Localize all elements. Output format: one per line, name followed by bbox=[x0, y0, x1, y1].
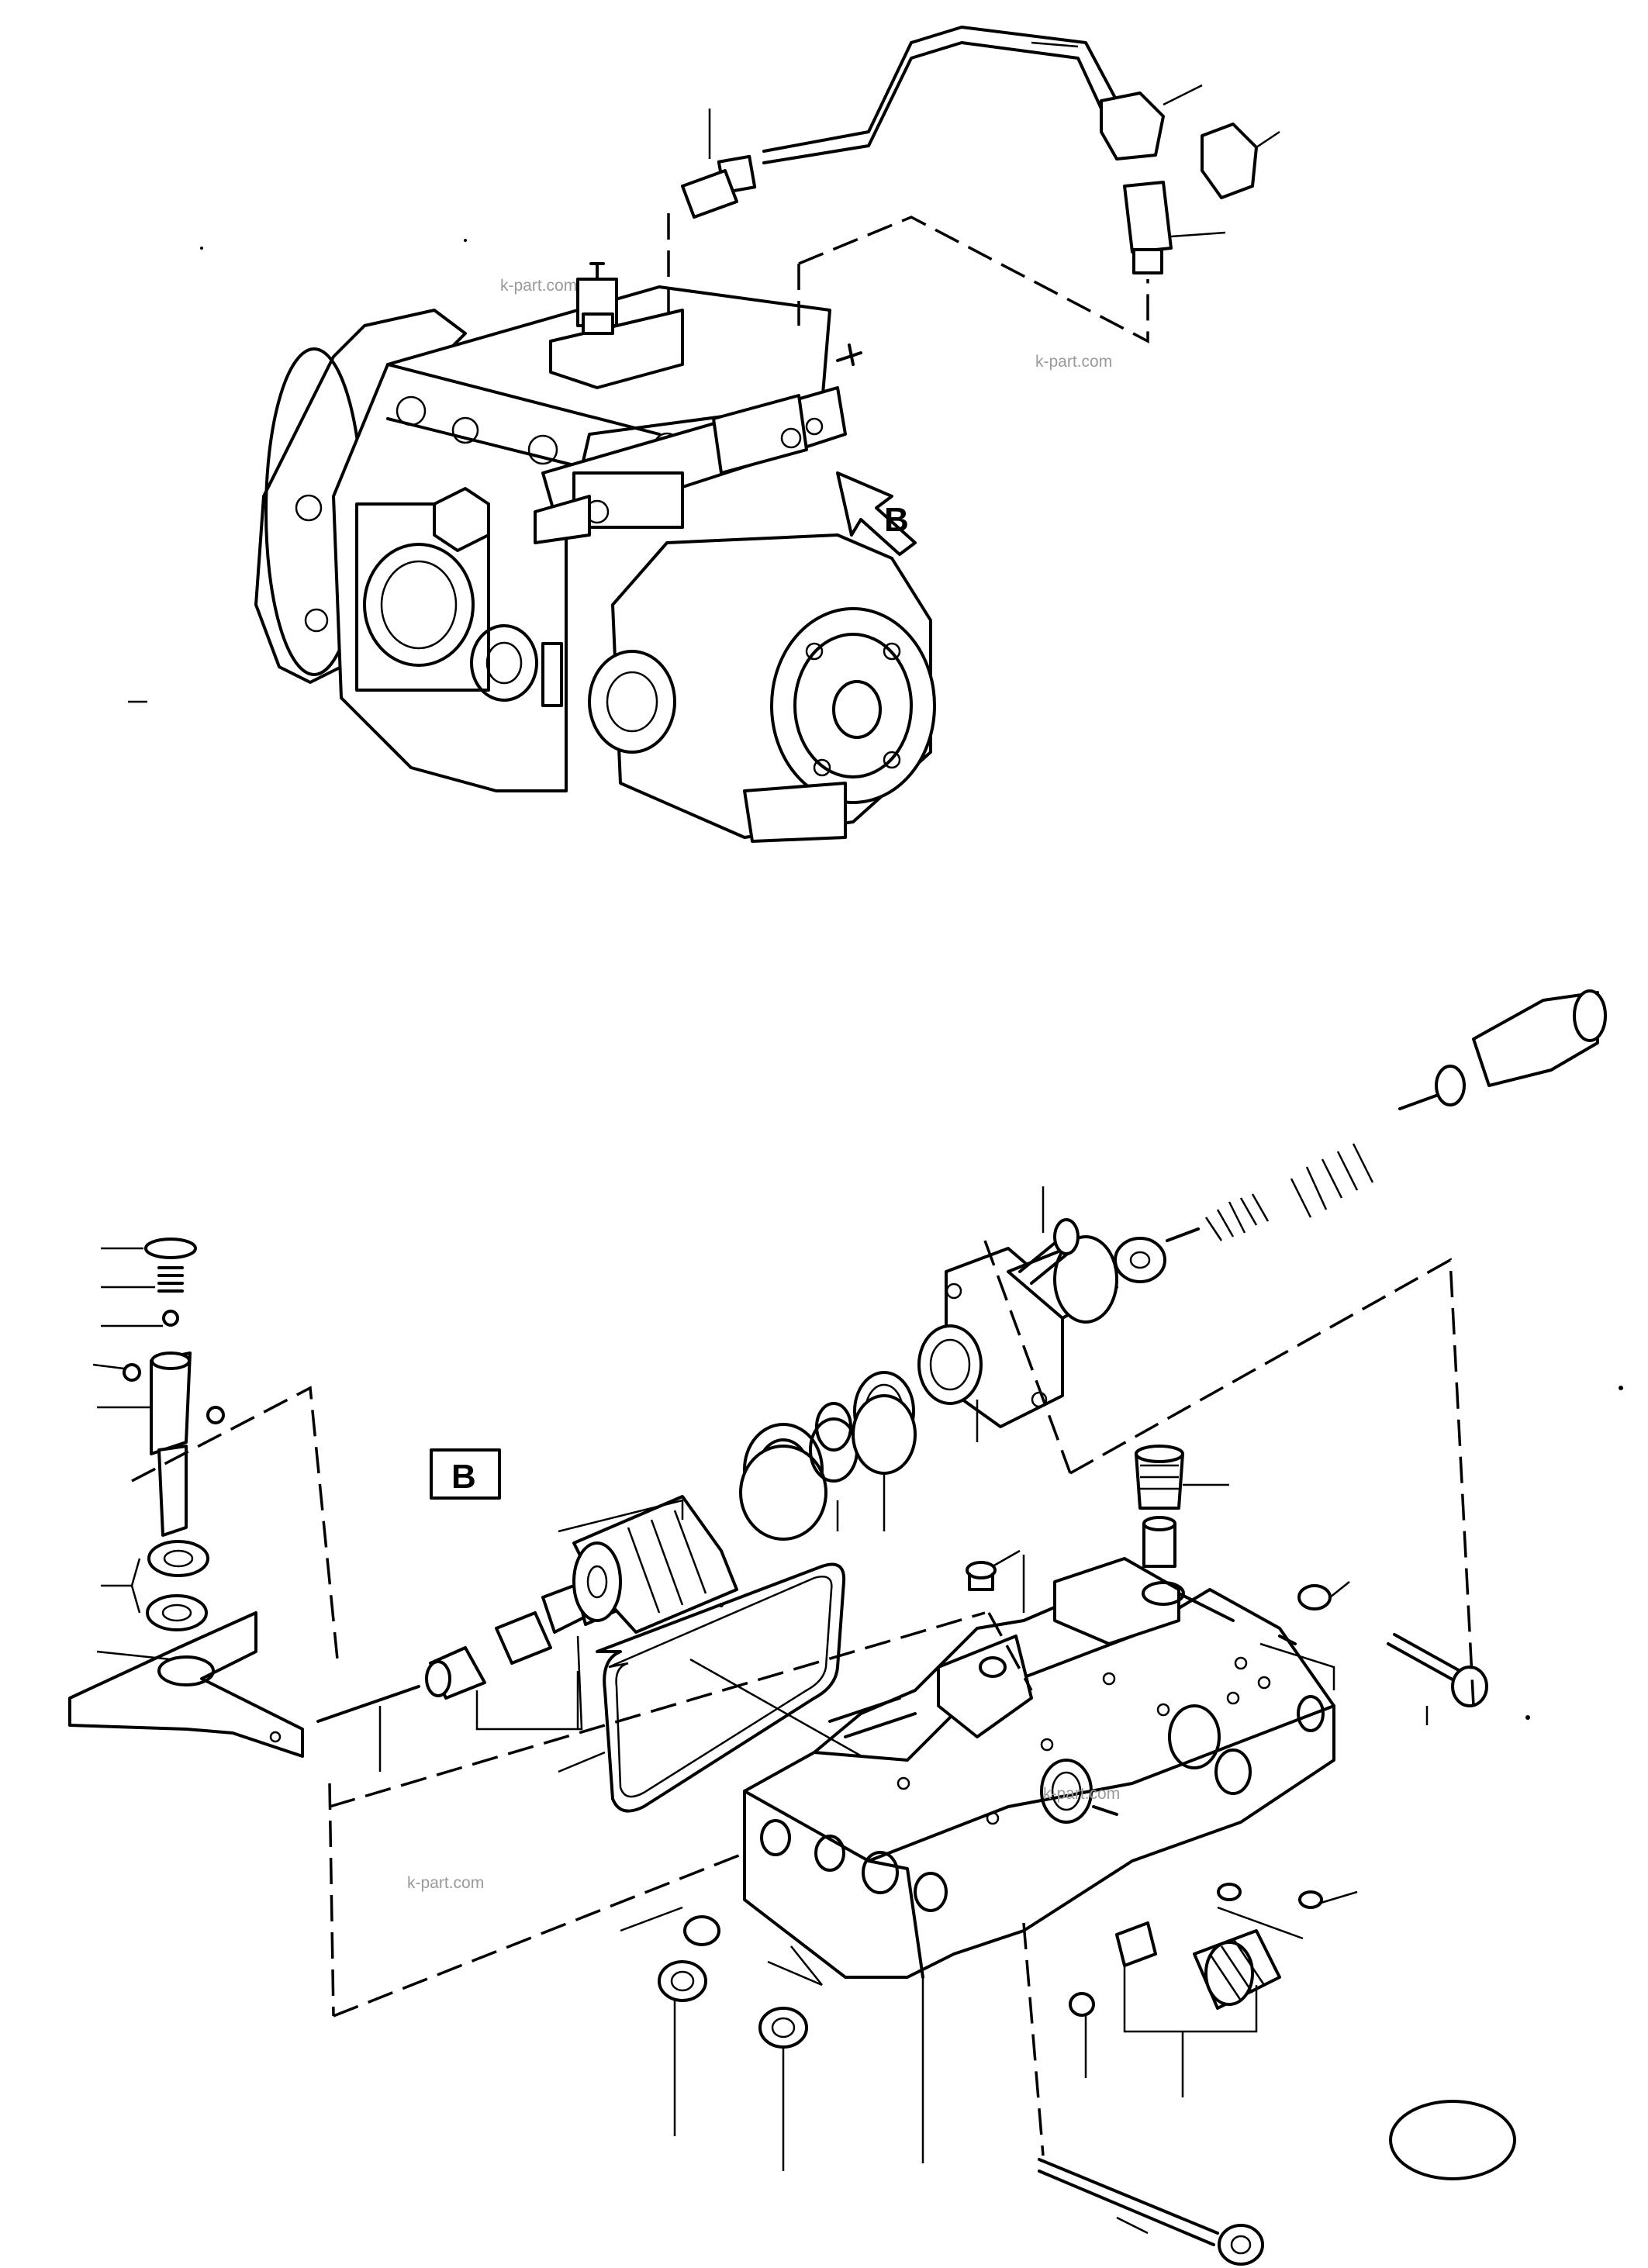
seal-ring bbox=[852, 1394, 917, 1475]
pipe-assembly bbox=[681, 26, 1258, 274]
pump-assembly bbox=[254, 262, 936, 843]
note-ellipse bbox=[1389, 2100, 1516, 2180]
watermark: k-part.com bbox=[407, 1874, 484, 1892]
spool-chain bbox=[316, 989, 1607, 1723]
fittings-above-block bbox=[966, 1445, 1488, 1707]
view-b-label: B bbox=[884, 501, 909, 539]
watermark: k-part.com bbox=[1035, 353, 1112, 371]
watermark: k-part.com bbox=[500, 277, 577, 295]
gasket bbox=[596, 1562, 846, 1813]
left-valve-stack bbox=[68, 1238, 304, 1758]
view-b-arrow: B bbox=[836, 471, 917, 556]
bottom-fittings bbox=[658, 1883, 1323, 2266]
detail-tag-label: B bbox=[451, 1458, 476, 1496]
watermark: k-part.com bbox=[1043, 1785, 1120, 1803]
detail-tag-b: B bbox=[430, 1448, 501, 1500]
sleeve-ring bbox=[739, 1445, 827, 1541]
valve-block bbox=[743, 1557, 1335, 1979]
